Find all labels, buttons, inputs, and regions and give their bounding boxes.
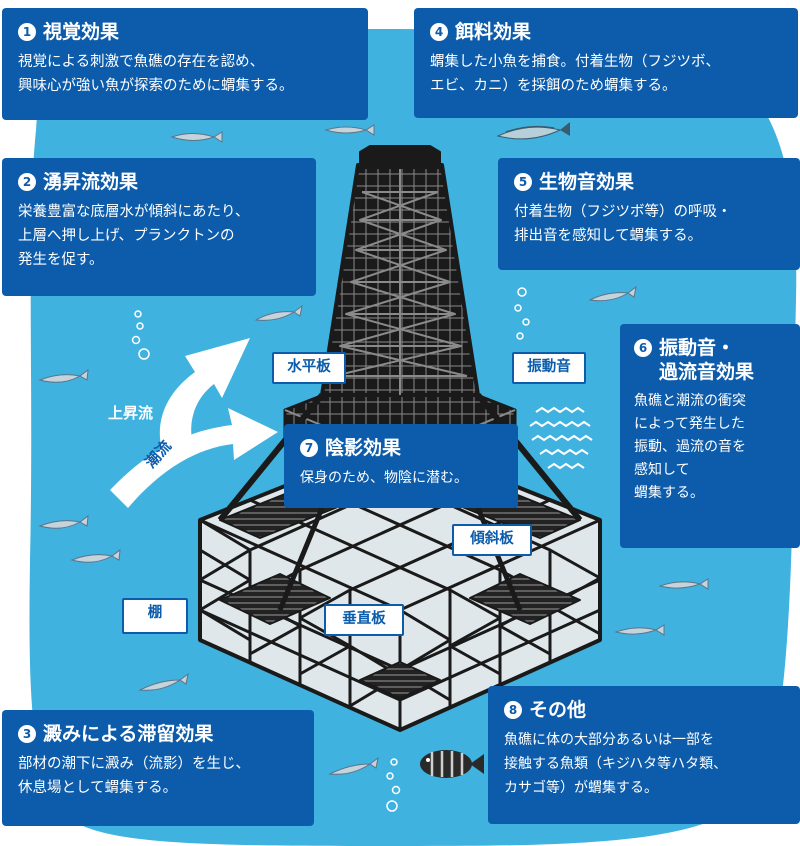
bubbles-bottom bbox=[386, 758, 401, 812]
sound-wave-lines bbox=[529, 406, 593, 470]
effect-number-badge: 6 bbox=[634, 339, 652, 357]
label-vertical-plate: 垂直板 bbox=[324, 604, 404, 636]
striped-fish bbox=[420, 750, 484, 778]
effect-description-visual: 視覚による刺激で魚礁の存在を認め、 興味心が強い魚が探索のために蝟集する。 bbox=[18, 54, 294, 94]
effect-description-upwelling: 栄養豊富な底層水が傾斜にあたり、 上層へ押し上げ、プランクトンの 発生を促す。 bbox=[18, 204, 250, 268]
sardine-fish bbox=[38, 124, 709, 775]
upwelling-arrow bbox=[159, 338, 250, 460]
label-vibration-sound: 振動音 bbox=[512, 352, 586, 384]
effect-description-other: 魚礁に体の大部分あるいは一部を 接触する魚類（キジハタ等ハタ類、 カサゴ等）が蝟… bbox=[504, 732, 728, 796]
label-shelf: 棚 bbox=[122, 598, 188, 634]
effect-number-badge: 1 bbox=[18, 23, 36, 41]
label-horizontal-plate: 水平板 bbox=[272, 352, 346, 384]
current-arrow bbox=[110, 408, 278, 508]
bubbles-right bbox=[514, 287, 530, 340]
effect-description-bio-sound: 付着生物（フジツボ等）の呼吸・ 排出音を感知して蝟集する。 bbox=[514, 204, 732, 244]
effect-number-badge: 7 bbox=[300, 439, 318, 457]
upwelling-label: 上昇流 bbox=[108, 404, 154, 422]
effect-number-badge: 2 bbox=[18, 173, 36, 191]
effect-number-badge: 5 bbox=[514, 173, 532, 191]
effect-description-vibration: 魚礁と潮流の衝突 によって発生した 振動、過流の音を 感知して 蝟集する。 bbox=[634, 393, 746, 501]
effect-number-badge: 8 bbox=[504, 701, 522, 719]
effect-number-badge: 4 bbox=[430, 23, 448, 41]
effect-description-stagnation: 部材の潮下に澱み（流影）を生じ、 休息場として蝟集する。 bbox=[18, 756, 250, 796]
effect-description-feeding: 蝟集した小魚を捕食。付着生物（フジツボ、 エビ、カニ）を採餌のため蝟集する。 bbox=[430, 54, 720, 94]
effect-description-shadow: 保身のため、物陰に潜む。 bbox=[300, 470, 468, 486]
effect-number-badge: 3 bbox=[18, 725, 36, 743]
bubbles-left bbox=[131, 310, 150, 360]
label-inclined-plate: 傾斜板 bbox=[452, 524, 532, 556]
